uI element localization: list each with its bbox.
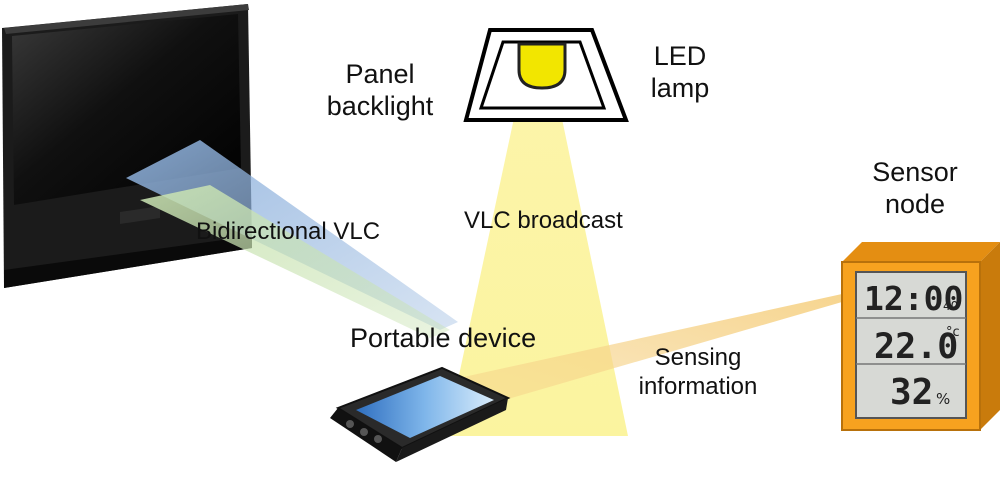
sensor-node-label: Sensor node (850, 156, 980, 221)
sensor-humidity: 32 (890, 372, 933, 413)
bidirectional-vlc-beams (126, 140, 458, 338)
panel-backlight-line2: backlight (326, 91, 434, 122)
portable-device-label: Portable device (350, 323, 537, 353)
sensor-seconds: 40 (943, 299, 958, 313)
sensing-information-line1: Sensing (654, 344, 742, 371)
sensor-time: 12:00 (864, 279, 963, 318)
led-lamp-line2: lamp (650, 73, 710, 104)
sensing-information-beam (450, 294, 842, 410)
vlc-broadcast-label: VLC broadcast (464, 207, 623, 234)
panel-backlight-line1: Panel (345, 59, 415, 89)
led-lamp-icon (463, 28, 629, 122)
sensor-node-line2: node (884, 189, 946, 220)
sensor-node-line1: Sensor (872, 157, 958, 187)
bidirectional-vlc-label: Bidirectional VLC (196, 218, 381, 245)
sensor-temperature: 22.0 (874, 327, 958, 367)
panel-backlight-label: Panel backlight (300, 58, 460, 123)
led-lamp-line1: LED (653, 41, 707, 71)
led-lamp-label: LED lamp (630, 40, 730, 105)
smartphone-icon (330, 366, 511, 462)
sensor-humidity-unit: % (936, 390, 950, 408)
sensor-node-icon: 12:00 40 22.0 °c 32 % (841, 242, 1000, 431)
sensing-information-label: Sensing information (618, 344, 778, 402)
vlc-broadcast-beam (446, 90, 628, 436)
sensing-information-line2: information (638, 372, 758, 400)
sensor-temp-unit: °c (946, 325, 960, 340)
